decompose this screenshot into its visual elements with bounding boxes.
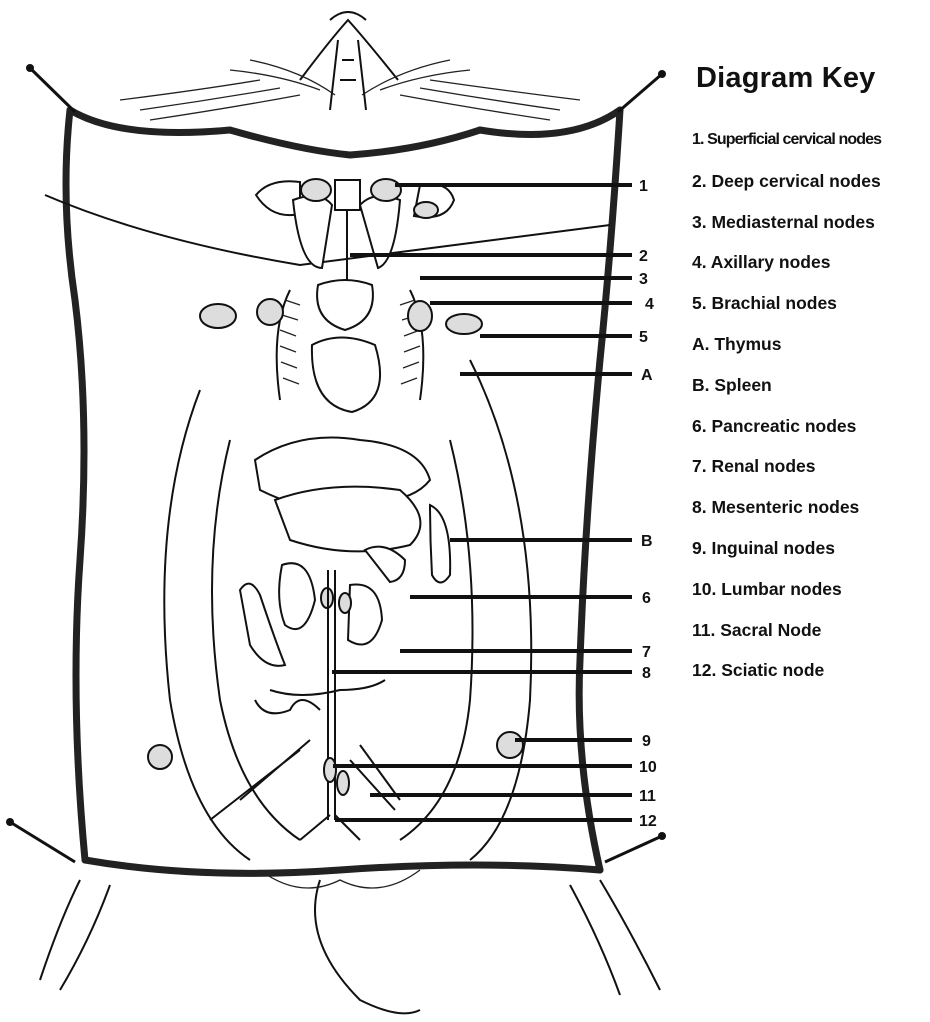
callout-label-1: 1: [639, 178, 648, 195]
key-title: Diagram Key: [696, 62, 928, 95]
callout-label-5: 5: [639, 329, 648, 346]
key-item: 9. Inguinal nodes: [692, 537, 928, 578]
callout-label-10: 10: [639, 759, 657, 776]
key-item: 2. Deep cervical nodes: [692, 170, 928, 211]
hindquarters-outline: [40, 870, 660, 1013]
callout-label-12: 12: [639, 813, 657, 830]
callout-label-B: B: [641, 533, 653, 550]
key-item: 4. Axillary nodes: [692, 251, 928, 292]
key-item: 8. Mesenteric nodes: [692, 496, 928, 537]
key-item: B. Spleen: [692, 374, 928, 415]
callout-label-6: 6: [642, 590, 651, 607]
callout-label-9: 9: [642, 733, 651, 750]
key-item: 3. Mediasternal nodes: [692, 211, 928, 252]
key-item: 10. Lumbar nodes: [692, 578, 928, 619]
key-item: 11. Sacral Node: [692, 619, 928, 660]
key-item: A. Thymus: [692, 333, 928, 374]
callout-label-11: 11: [639, 788, 656, 805]
callout-labels: 1 2 3 4 5 A B 6 7 8 9 10 11 12: [639, 178, 657, 830]
key-item: 1. Superficial cervical nodes: [692, 129, 928, 170]
key-list: 1. Superficial cervical nodes 2. Deep ce…: [692, 129, 928, 700]
dissected-rat-diagram: 1 2 3 4 5 A B 6 7 8 9 10 11 12: [0, 0, 680, 1022]
callout-label-7: 7: [642, 644, 651, 661]
key-item: 6. Pancreatic nodes: [692, 415, 928, 456]
callout-label-3: 3: [639, 271, 648, 288]
callout-label-2: 2: [639, 248, 648, 265]
spleen-shape: [430, 505, 450, 583]
abdomen: [148, 438, 523, 841]
callout-label-8: 8: [642, 665, 651, 682]
key-item: 7. Renal nodes: [692, 455, 928, 496]
key-item: 12. Sciatic node: [692, 659, 928, 700]
diagram-key: Diagram Key 1. Superficial cervical node…: [692, 62, 928, 700]
head-outline: [120, 12, 580, 120]
key-item: 5. Brachial nodes: [692, 292, 928, 333]
thorax: [200, 280, 482, 412]
neck-glands: [256, 179, 454, 280]
callout-label-4: 4: [645, 296, 654, 313]
callout-label-A: A: [641, 367, 653, 384]
thymus-shape: [317, 280, 373, 330]
